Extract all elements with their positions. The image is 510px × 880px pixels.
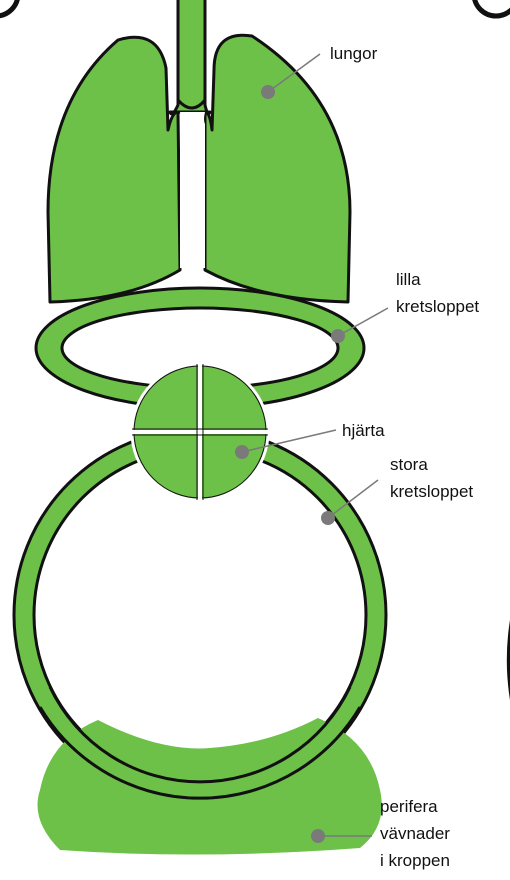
label-tissue-line2: vävnader <box>380 824 450 843</box>
top-left-corner-icon <box>0 0 18 16</box>
right-lung <box>205 35 350 302</box>
label-lungs: lungor <box>330 44 378 63</box>
label-tissue-line3: i kroppen <box>380 851 450 870</box>
top-right-corner-icon <box>474 0 510 16</box>
trachea <box>170 0 210 114</box>
label-tissue-line1: perifera <box>380 797 438 816</box>
airway-gap <box>180 112 205 268</box>
label-systemic-line1: stora <box>390 455 428 474</box>
label-systemic-line2: kretsloppet <box>390 482 473 501</box>
label-pulmonary-line2: kretsloppet <box>396 297 479 316</box>
label-heart: hjärta <box>342 421 385 440</box>
heart <box>132 364 268 500</box>
label-pulmonary-line1: lilla <box>396 270 421 289</box>
left-lung <box>48 37 180 302</box>
